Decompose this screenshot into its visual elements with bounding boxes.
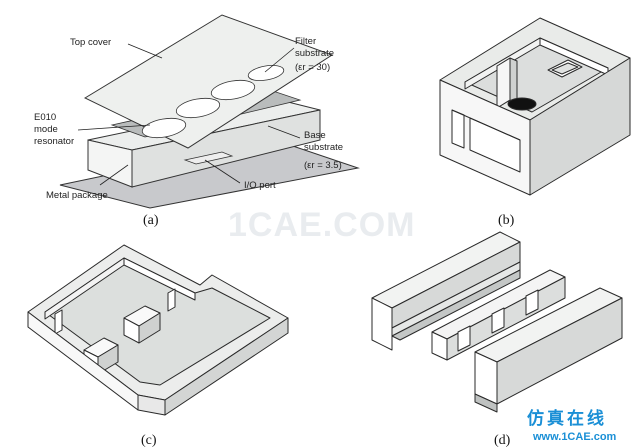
resonator-disc-1 — [141, 117, 187, 139]
label-base-substrate-2: substrate — [304, 142, 343, 153]
label-filter-substrate-1: Filter — [295, 36, 316, 47]
panel-c-diagram — [27, 244, 289, 416]
panel-d-diagram — [371, 231, 623, 413]
panel-b-diagram — [439, 17, 631, 196]
watermark-text: 1CAE.COM — [228, 206, 415, 244]
label-top-cover: Top cover — [70, 37, 111, 48]
panel-a-diagram: Top cover Filter substrate (εr = 30) E01… — [34, 14, 360, 209]
caption-d: (d) — [494, 433, 511, 447]
logo-url-text: www.1CAE.com — [532, 431, 617, 443]
label-resonator-2: mode — [34, 124, 58, 135]
leader-base — [267, 125, 301, 139]
io-port-strip — [183, 151, 234, 165]
leader-io — [204, 159, 241, 184]
label-resonator-1: E010 — [34, 112, 56, 123]
site-logo: 仿真在线 www.1CAE.com — [527, 408, 617, 443]
caption-b: (b) — [498, 213, 515, 228]
leader-filter — [264, 47, 295, 73]
label-filter-substrate-2: substrate — [295, 48, 334, 59]
label-base-eps: (εr = 3.5) — [304, 160, 342, 171]
caption-a: (a) — [143, 213, 159, 228]
leader-top-cover — [127, 43, 163, 59]
metal-package-side-wall — [131, 109, 321, 188]
resonator-disc-4 — [247, 65, 285, 81]
label-filter-eps: (εr = 30) — [295, 62, 330, 73]
caption-c: (c) — [141, 433, 157, 447]
label-base-substrate-1: Base — [304, 130, 326, 141]
label-metal-package: Metal package — [46, 190, 108, 201]
label-io-port: I/O port — [244, 180, 276, 191]
label-resonator-3: resonator — [34, 136, 74, 147]
resonator-disc-3 — [210, 79, 256, 101]
leader-metal — [99, 164, 129, 186]
logo-chinese-text: 仿真在线 — [527, 408, 607, 429]
leader-resonator — [77, 124, 151, 131]
resonator-disc-2 — [175, 97, 221, 119]
